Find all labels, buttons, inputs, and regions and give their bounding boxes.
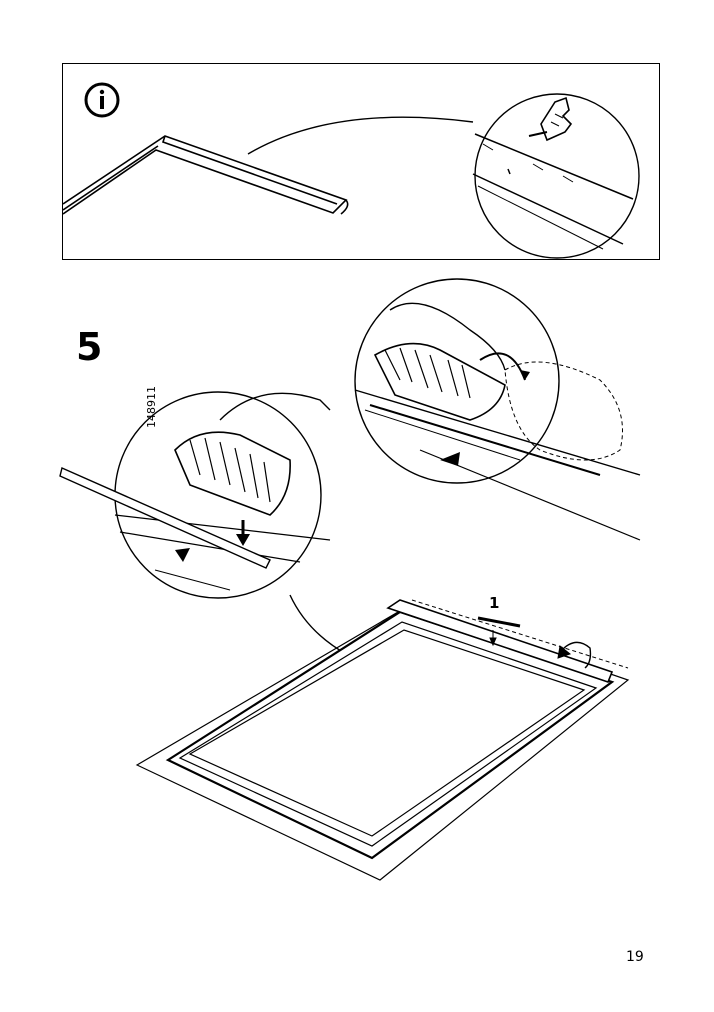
zoom-arc [247, 116, 474, 155]
frame-rail [63, 135, 349, 215]
step-number: 5 [76, 325, 103, 369]
zoom-circle-left [114, 391, 331, 599]
page-number: 19 [626, 949, 644, 965]
assembly-illustration [59, 278, 641, 881]
zoom-circle-top-right [354, 278, 641, 541]
tool-code: 148911 [145, 386, 158, 428]
strip-left [59, 467, 271, 569]
callout-label: 1 [489, 594, 500, 612]
frame-assembly [135, 599, 630, 881]
info-icon [84, 82, 120, 118]
zoom-detail [472, 93, 640, 259]
info-panel [62, 63, 660, 260]
info-illustration [63, 82, 640, 259]
